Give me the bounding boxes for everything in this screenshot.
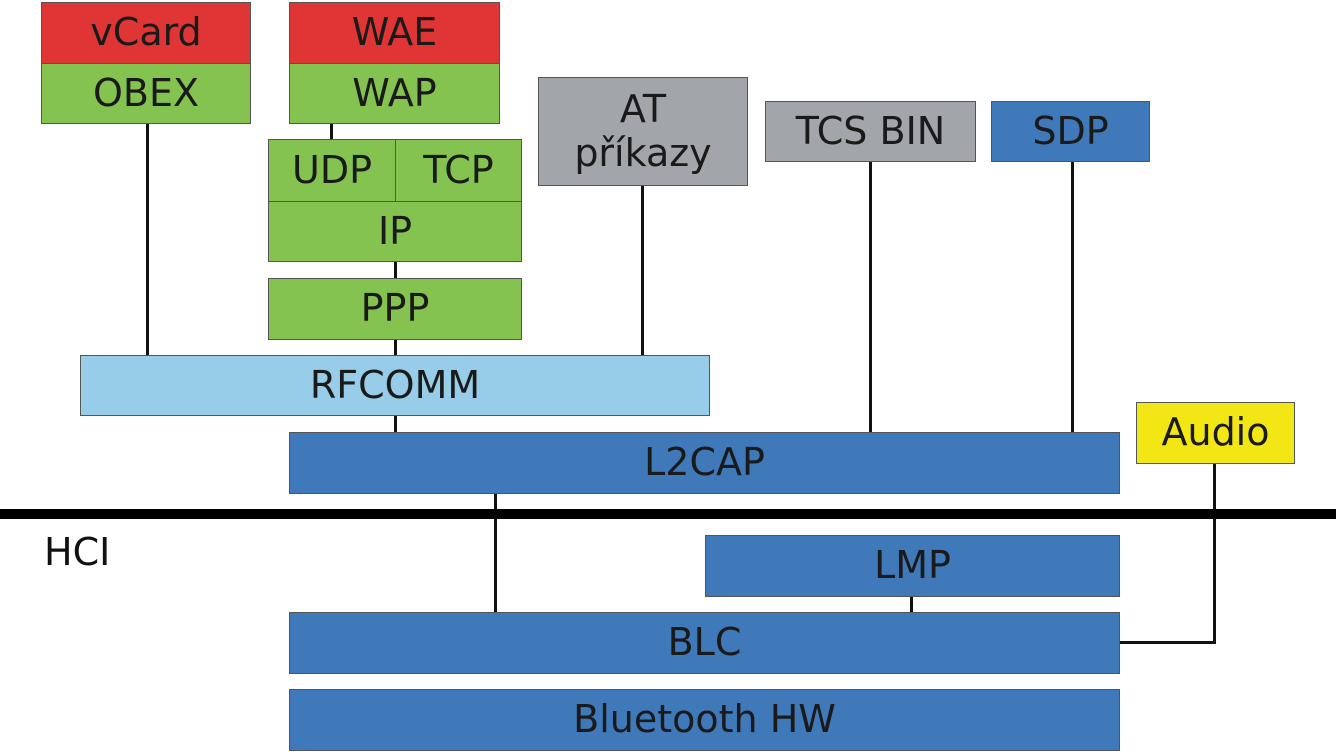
rfcomm-label: RFCOMM: [309, 362, 481, 407]
l2cap-blc-connector: [494, 492, 497, 614]
obex-label: OBEX: [92, 70, 200, 115]
l2cap-label: L2CAP: [644, 440, 765, 485]
hci-label: HCI: [44, 530, 111, 574]
bluetooth-hw-box: Bluetooth HW: [289, 689, 1120, 751]
udp-label: UDP: [292, 147, 372, 192]
ip-ppp-connector: [394, 261, 397, 279]
obex-rfcomm-connector: [146, 123, 149, 357]
tcs-bin-label: TCS BIN: [795, 108, 946, 153]
lmp-box: LMP: [705, 535, 1120, 597]
wap-box: WAP: [289, 63, 500, 124]
vcard-label: vCard: [90, 10, 202, 55]
audio-label: Audio: [1161, 410, 1270, 455]
wap-label: WAP: [352, 70, 437, 115]
ip-label: IP: [377, 208, 413, 253]
tcs-l2cap-connector: [869, 160, 872, 434]
wae-box: WAE: [289, 2, 500, 64]
tcp-label: TCP: [423, 147, 494, 192]
ppp-box: PPP: [268, 278, 522, 340]
at-commands-box: AT příkazy: [538, 77, 748, 186]
l2cap-box: L2CAP: [289, 432, 1120, 494]
wap-udp-connector: [330, 123, 333, 141]
at-label-line2: příkazy: [574, 130, 712, 175]
ppp-rfcomm-connector: [394, 338, 397, 357]
hci-bar: [0, 509, 1336, 519]
udp-box: UDP: [268, 139, 396, 202]
lmp-blc-connector: [910, 595, 913, 614]
blc-box: BLC: [289, 612, 1120, 674]
audio-box: Audio: [1136, 402, 1295, 464]
rfcomm-l2cap-connector: [394, 414, 397, 434]
audio-blc-connector: [1118, 641, 1216, 644]
blc-label: BLC: [667, 620, 742, 665]
vcard-box: vCard: [41, 2, 251, 64]
sdp-box: SDP: [991, 101, 1150, 162]
ip-box: IP: [268, 201, 522, 262]
bluetooth-hw-label: Bluetooth HW: [573, 697, 836, 742]
wae-label: WAE: [351, 10, 438, 55]
audio-down-connector: [1213, 462, 1216, 644]
sdp-l2cap-connector: [1071, 160, 1074, 434]
obex-box: OBEX: [41, 63, 251, 124]
rfcomm-box: RFCOMM: [80, 355, 710, 416]
lmp-label: LMP: [874, 543, 951, 588]
tcs-bin-box: TCS BIN: [765, 101, 976, 162]
sdp-label: SDP: [1032, 108, 1109, 153]
at-label-line1: AT: [619, 86, 667, 131]
at-rfcomm-connector: [641, 185, 644, 357]
tcp-box: TCP: [395, 139, 522, 202]
ppp-label: PPP: [360, 286, 430, 331]
